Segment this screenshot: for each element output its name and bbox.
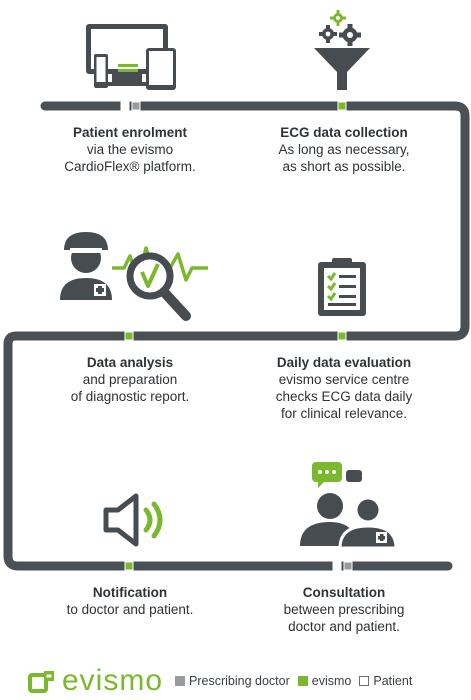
consultation-people-icon bbox=[300, 462, 398, 550]
step-title: Notification bbox=[92, 585, 168, 600]
legend-swatch bbox=[175, 676, 186, 686]
speaker-icon bbox=[103, 493, 163, 547]
marker-evismo bbox=[124, 561, 134, 571]
step-line: to doctor and patient. bbox=[66, 602, 194, 617]
logo-wordmark: evismo bbox=[62, 664, 164, 697]
legend-label: evismo bbox=[311, 674, 352, 688]
step-line: As long as necessary, bbox=[278, 142, 410, 157]
step-title: Consultation bbox=[302, 585, 386, 600]
clipboard-checklist-icon bbox=[318, 258, 366, 316]
step-line: for clinical relevance. bbox=[280, 406, 408, 421]
marker-doctor bbox=[343, 561, 353, 571]
step-patient-enrolment: Patient enrolment via the evismo CardioF… bbox=[20, 124, 240, 175]
step-line: via the evismo bbox=[86, 142, 174, 157]
marker-patient bbox=[120, 101, 130, 111]
marker-patient bbox=[332, 561, 342, 571]
devices-icon bbox=[86, 24, 176, 90]
marker-evismo bbox=[337, 331, 347, 341]
step-line: as short as possible. bbox=[282, 159, 406, 174]
step-daily-data-evaluation: Daily data evaluation evismo service cen… bbox=[238, 354, 450, 422]
evismo-logo-icon bbox=[28, 671, 54, 693]
step-line: of diagnostic report. bbox=[70, 389, 190, 404]
step-line: doctor and patient. bbox=[288, 619, 400, 634]
legend-prescribing-doctor: Prescribing doctor bbox=[175, 674, 290, 688]
step-title: Data analysis bbox=[86, 355, 174, 370]
legend-label: Patient bbox=[373, 674, 413, 688]
legend-swatch bbox=[297, 676, 308, 686]
step-line: and preparation bbox=[82, 372, 178, 387]
marker-evismo bbox=[124, 331, 134, 341]
step-title: ECG data collection bbox=[280, 125, 408, 140]
legend-label: Prescribing doctor bbox=[189, 674, 290, 688]
legend-swatch bbox=[359, 676, 370, 686]
marker-evismo bbox=[337, 101, 347, 111]
step-ecg-data-collection: ECG data collection As long as necessary… bbox=[238, 124, 450, 175]
legend-patient: Patient bbox=[359, 674, 412, 688]
legend-evismo: evismo bbox=[297, 674, 352, 688]
step-title: Daily data evaluation bbox=[276, 355, 412, 370]
step-line: evismo service centre bbox=[278, 372, 410, 387]
step-line: CardioFlex® platform. bbox=[64, 159, 196, 174]
doctor-magnifier-ecg-icon bbox=[60, 232, 208, 321]
marker-doctor bbox=[131, 101, 141, 111]
footer: evismo Prescribing doctor evismo Patient bbox=[28, 664, 420, 697]
step-notification: Notification to doctor and patient. bbox=[20, 584, 240, 618]
step-title: Patient enrolment bbox=[72, 125, 188, 140]
step-line: between prescribing bbox=[283, 602, 405, 617]
step-data-analysis: Data analysis and preparation of diagnos… bbox=[20, 354, 240, 405]
step-consultation: Consultation between prescribing doctor … bbox=[238, 584, 450, 635]
step-line: checks ECG data daily bbox=[275, 389, 413, 404]
gears-funnel-icon bbox=[314, 10, 370, 90]
